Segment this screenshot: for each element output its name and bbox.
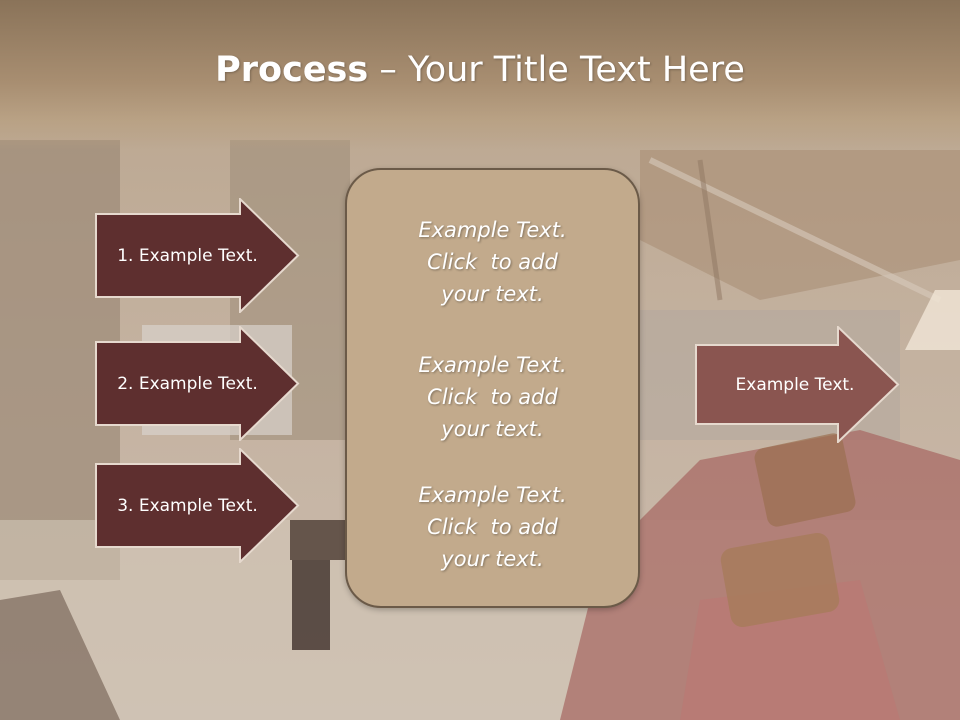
panel-line: Click to add [427, 515, 558, 539]
result-arrow[interactable]: Example Text. [695, 326, 900, 443]
arrow-shape [95, 198, 300, 313]
panel-line: Click to add [427, 250, 558, 274]
center-text-panel[interactable]: Example Text. Click to add your text. Ex… [345, 168, 640, 608]
step-arrow-3[interactable]: 3. Example Text. [95, 448, 300, 563]
step-arrow-1-label: 1. Example Text. [117, 245, 258, 266]
step-arrow-2[interactable]: 2. Example Text. [95, 326, 300, 441]
slide-title[interactable]: Process – Your Title Text Here [0, 50, 960, 90]
panel-line: Click to add [427, 385, 558, 409]
arrow-shape [695, 326, 900, 443]
panel-line: Example Text. [418, 218, 567, 242]
panel-text-block-1[interactable]: Example Text. Click to add your text. [347, 214, 638, 310]
arrow-shape [95, 448, 300, 563]
panel-line: Example Text. [418, 353, 567, 377]
step-arrow-3-label: 3. Example Text. [117, 495, 258, 516]
panel-text-block-3[interactable]: Example Text. Click to add your text. [347, 479, 638, 575]
step-arrow-2-label: 2. Example Text. [117, 373, 258, 394]
panel-line: Example Text. [418, 483, 567, 507]
panel-line: your text. [441, 417, 544, 441]
result-arrow-label: Example Text. [735, 374, 855, 395]
title-bold: Process [215, 50, 369, 90]
panel-text-block-2[interactable]: Example Text. Click to add your text. [347, 349, 638, 445]
arrow-shape [95, 326, 300, 441]
step-arrow-1[interactable]: 1. Example Text. [95, 198, 300, 313]
panel-line: your text. [441, 282, 544, 306]
panel-line: your text. [441, 547, 544, 571]
title-rest: – Your Title Text Here [368, 50, 745, 90]
title-band [0, 0, 960, 150]
